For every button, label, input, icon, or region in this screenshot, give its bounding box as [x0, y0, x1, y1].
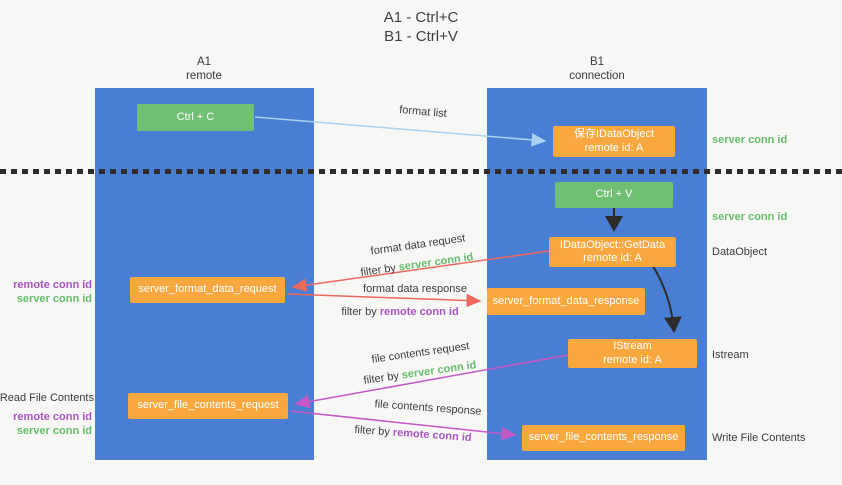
getdata-line2: remote id: A	[583, 252, 642, 264]
left-column-subtitle: remote	[186, 70, 222, 82]
server-format-data-request-box: server_format_data_request	[130, 277, 285, 303]
save-dataobject-line2: remote id: A	[584, 141, 644, 154]
server-file-contents-request-box: server_file_contents_request	[128, 393, 288, 419]
istream-line2: remote id: A	[603, 353, 662, 366]
server-file-contents-request-label: server_file_contents_request	[137, 399, 279, 412]
title-line-2: B1 - Ctrl+V	[384, 28, 458, 45]
remote-conn-id-left-label-1: remote conn id	[13, 279, 92, 291]
save-dataobject-line1: 保存IDataObject	[573, 128, 655, 140]
server-conn-id-right-label-mid: server conn id	[712, 211, 788, 223]
getdata-box: IDataObject::GetData remote id: A	[549, 237, 676, 267]
getdata-line1: IDataObject::GetData	[559, 238, 666, 251]
title-line-1: A1 - Ctrl+C	[383, 9, 459, 26]
istream-box: IStream remote id: A	[568, 339, 697, 368]
dataobject-label: DataObject	[712, 246, 768, 258]
format-data-request-arrow	[291, 250, 550, 292]
save-dataobject-box: 保存IDataObject remote id: A	[553, 126, 675, 157]
server-conn-id-left-label-1: server conn id	[16, 293, 92, 305]
left-column-header: A1 remote	[144, 55, 264, 83]
right-column-name: B1	[589, 56, 605, 68]
right-column-subtitle: connection	[569, 70, 625, 82]
remote-conn-id-left-label-2: remote conn id	[13, 411, 92, 423]
file-contents-request-arrow	[294, 354, 569, 409]
format-data-response-label: format data response	[363, 283, 467, 295]
server-conn-id-left-label-2: server conn id	[16, 425, 92, 437]
server-file-contents-response-label: server_file_contents_response	[528, 431, 679, 444]
read-file-contents-label: Read File Contents	[0, 392, 94, 404]
left-column-name: A1	[196, 56, 212, 68]
diagram-title: A1 - Ctrl+C B1 - Ctrl+V	[300, 8, 542, 46]
format-list-arrow	[254, 116, 547, 147]
write-file-contents-label: Write File Contents	[712, 432, 806, 444]
istream-line1: IStream	[613, 340, 652, 352]
right-column-header: B1 connection	[537, 55, 657, 83]
ctrl-c-box: Ctrl + C	[137, 104, 254, 131]
getdata-to-istream-arrow	[650, 262, 682, 333]
phase-separator-dotted-line	[0, 169, 842, 174]
filter-by-remote-conn-id-label-1: filter by remote conn id	[340, 306, 460, 318]
filter-prefix: filter by	[341, 306, 380, 318]
server-conn-id-right-label-top: server conn id	[712, 134, 788, 146]
format-data-response-arrow	[286, 293, 482, 308]
server-file-contents-response-box: server_file_contents_response	[522, 425, 685, 451]
remote-conn-id-text: remote conn id	[379, 306, 459, 318]
server-format-data-response-label: server_format_data_response	[492, 294, 640, 307]
ctrl-c-label: Ctrl + C	[176, 110, 215, 123]
server-format-data-request-label: server_format_data_request	[138, 283, 277, 296]
file-contents-response-arrow	[289, 410, 517, 441]
ctrl-v-label: Ctrl + V	[595, 188, 633, 201]
ctrl-v-box: Ctrl + V	[555, 182, 673, 208]
server-format-data-response-box: server_format_data_response	[487, 288, 645, 315]
istream-side-label: Istream	[712, 349, 749, 361]
